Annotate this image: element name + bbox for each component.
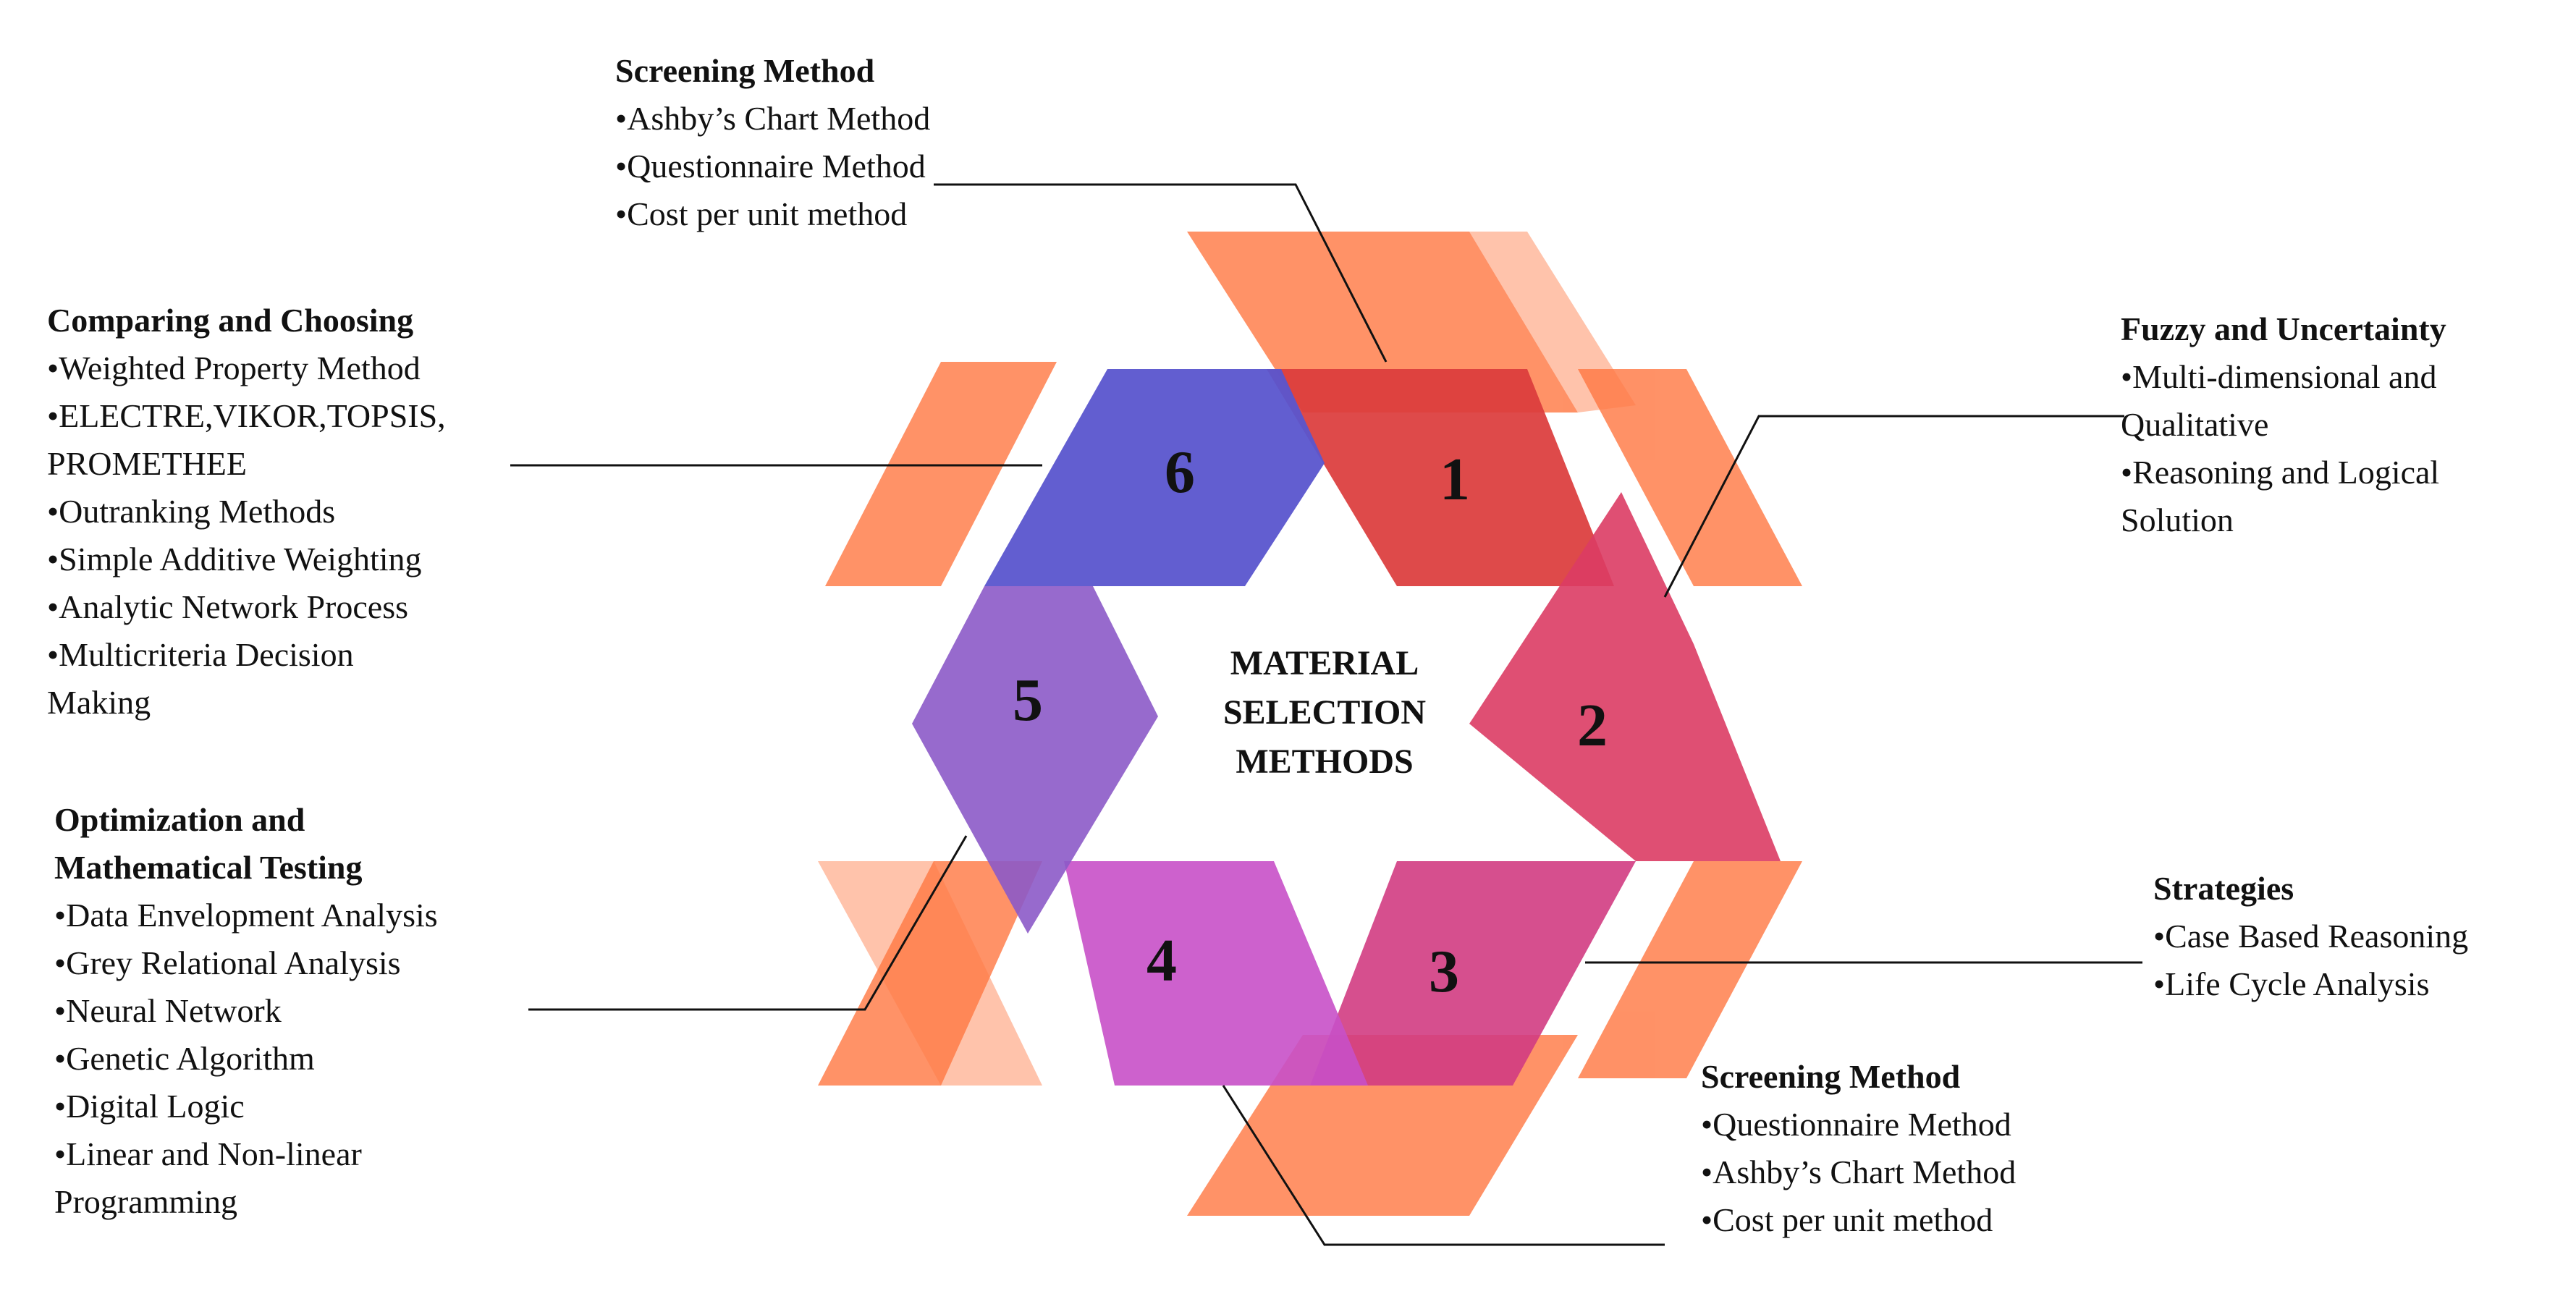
connector-fuzzy <box>1663 415 2124 598</box>
comparing-item: PROMETHEE <box>47 445 247 482</box>
segment-number-5: 5 <box>1013 667 1043 734</box>
band-upper-right <box>1578 369 1802 586</box>
strategies-heading: Strategies <box>2153 870 2294 907</box>
connector-screening-bottom <box>1222 1085 1665 1246</box>
segment-2 <box>1469 492 1781 861</box>
comparing-item: •ELECTRE,VIKOR,TOPSIS, <box>47 397 446 434</box>
segment-3 <box>1310 861 1636 1086</box>
connector-lines <box>510 183 2142 1246</box>
band-upper-left <box>825 362 1057 586</box>
segment-number-6: 6 <box>1165 439 1195 506</box>
screening-top-block: Screening Method •Ashby’s Chart Method •… <box>615 47 930 238</box>
segment-number-1: 1 <box>1440 446 1470 513</box>
screening-top-item: •Questionnaire Method <box>615 148 926 185</box>
strategies-item: •Case Based Reasoning <box>2153 918 2469 955</box>
segment-1 <box>1267 369 1614 586</box>
optimization-item: •Linear and Non-linear <box>54 1135 362 1172</box>
optimization-heading: Optimization and <box>54 801 305 838</box>
comparing-item: Making <box>47 684 151 721</box>
center-line-1: MATERIAL <box>1230 644 1419 682</box>
fuzzy-heading: Fuzzy and Uncertainty <box>2121 310 2446 347</box>
comparing-item: •Multicriteria Decision <box>47 636 354 673</box>
segment-number-3: 3 <box>1429 938 1459 1005</box>
center-line-2: SELECTION <box>1223 693 1426 732</box>
fuzzy-item: Solution <box>2121 502 2234 538</box>
segment-6 <box>984 369 1325 586</box>
fuzzy-item: •Reasoning and Logical <box>2121 454 2440 491</box>
comparing-item: •Weighted Property Method <box>47 350 421 386</box>
screening-top-item: •Cost per unit method <box>615 195 908 232</box>
segment-4 <box>1064 861 1368 1086</box>
connector-screening-top <box>934 183 1388 363</box>
screening-bottom-item: •Cost per unit method <box>1701 1201 1993 1238</box>
screening-top-heading: Screening Method <box>615 52 875 89</box>
optimization-block: Optimization and Mathematical Testing •D… <box>54 796 438 1226</box>
segment-5 <box>912 586 1158 934</box>
optimization-item: Programming <box>54 1183 237 1220</box>
fuzzy-item: Qualitative <box>2121 406 2269 443</box>
optimization-item: •Data Envelopment Analysis <box>54 897 438 934</box>
optimization-heading: Mathematical Testing <box>54 849 363 886</box>
optimization-item: •Digital Logic <box>54 1088 245 1125</box>
segment-number-2: 2 <box>1577 692 1608 759</box>
overlap-2 <box>818 861 1042 1086</box>
segment-number-4: 4 <box>1146 927 1177 994</box>
comparing-item: •Simple Additive Weighting <box>47 541 422 577</box>
comparing-item: •Analytic Network Process <box>47 588 408 625</box>
screening-bottom-heading: Screening Method <box>1701 1058 1961 1095</box>
screening-top-item: •Ashby’s Chart Method <box>615 100 931 137</box>
comparing-item: •Outranking Methods <box>47 493 336 530</box>
optimization-item: •Neural Network <box>54 992 282 1029</box>
fuzzy-item: •Multi-dimensional and <box>2121 358 2437 395</box>
fuzzy-block: Fuzzy and Uncertainty •Multi-dimensional… <box>2121 305 2446 544</box>
screening-bottom-block: Screening Method •Questionnaire Method •… <box>1701 1053 2016 1244</box>
overlap-1 <box>1469 232 1636 412</box>
comparing-block: Comparing and Choosing •Weighted Propert… <box>47 297 446 727</box>
center-line-3: METHODS <box>1236 742 1413 781</box>
band-lower-left <box>818 861 1042 1086</box>
optimization-item: •Genetic Algorithm <box>54 1040 315 1077</box>
optimization-item: •Grey Relational Analysis <box>54 944 401 981</box>
comparing-heading: Comparing and Choosing <box>47 302 414 339</box>
band-top <box>1187 232 1578 412</box>
strategies-block: Strategies •Case Based Reasoning •Life C… <box>2153 865 2468 1008</box>
screening-bottom-item: •Ashby’s Chart Method <box>1701 1154 2017 1190</box>
connector-optimization <box>528 835 968 1011</box>
screening-bottom-item: •Questionnaire Method <box>1701 1106 2011 1143</box>
band-lower-right <box>1578 861 1802 1078</box>
strategies-item: •Life Cycle Analysis <box>2153 965 2430 1002</box>
